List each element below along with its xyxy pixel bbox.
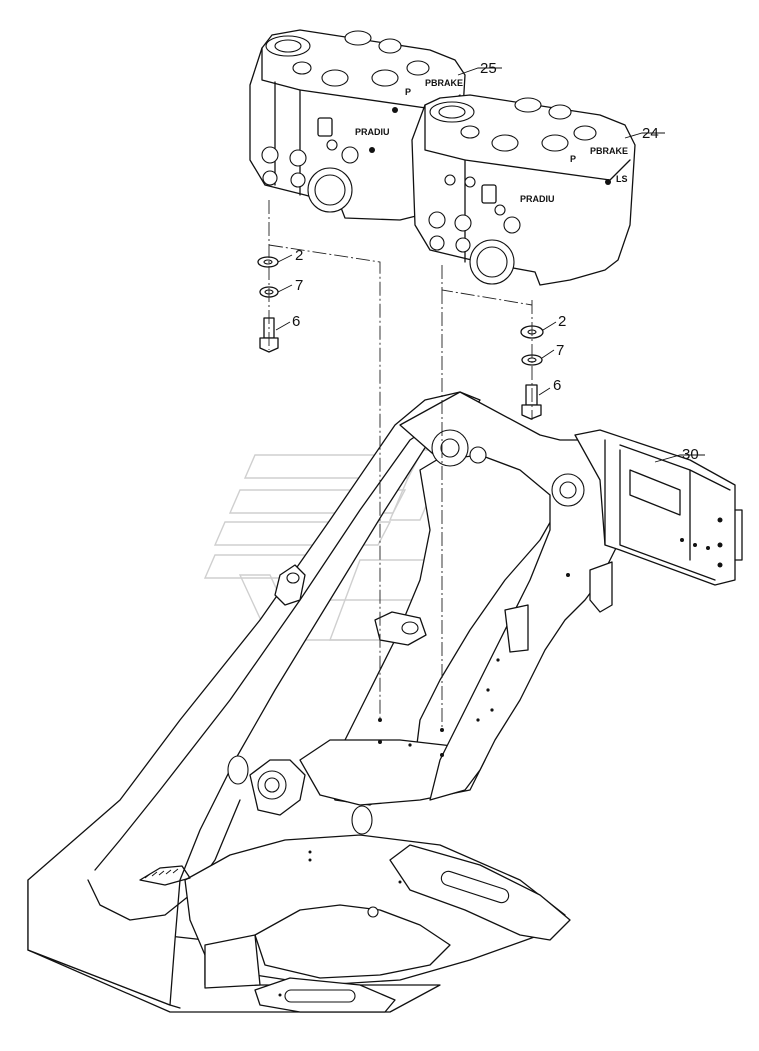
callout-25: 25 xyxy=(457,60,502,77)
valve25-port-pbrake: PBRAKE xyxy=(425,78,463,88)
valve24-port-ls: LS xyxy=(616,174,628,184)
callout-24: 24 xyxy=(624,125,665,142)
control-valve-block-24: P PBRAKE PRADIU LS xyxy=(411,94,636,286)
bolt-6-left xyxy=(259,317,279,353)
callout-label-6-right: 6 xyxy=(553,377,561,394)
callout-label-24: 24 xyxy=(642,125,659,142)
callout-label-7-right: 7 xyxy=(556,342,564,359)
fastener-set-right xyxy=(520,325,544,420)
valve24-port-p: P xyxy=(570,154,576,164)
callout-label-7-left: 7 xyxy=(295,277,303,294)
callout-label-2-right: 2 xyxy=(558,313,566,330)
callout-label-2-left: 2 xyxy=(295,247,303,264)
callout-label-6-left: 6 xyxy=(292,313,300,330)
callout-7-left: 7 xyxy=(277,277,303,294)
fastener-set-left xyxy=(257,256,279,353)
washer-2-left xyxy=(257,256,279,268)
callout-label-30: 30 xyxy=(682,446,699,463)
alignment-lines xyxy=(268,200,533,730)
valve25-port-pradiu: PRADIU xyxy=(355,127,390,137)
loader-frame xyxy=(27,391,743,1013)
callout-2-left: 2 xyxy=(277,247,303,264)
valve25-port-p: P xyxy=(405,87,411,97)
callout-label-25: 25 xyxy=(480,60,497,77)
callout-6-right: 6 xyxy=(538,377,561,396)
valve24-port-pradiu: PRADIU xyxy=(520,194,555,204)
callout-6-left: 6 xyxy=(275,313,300,331)
valve24-port-pbrake: PBRAKE xyxy=(590,146,628,156)
callout-7-right: 7 xyxy=(541,342,564,359)
control-valve-block-25: P PBRAKE PRADIU xyxy=(249,29,466,221)
callout-30: 30 xyxy=(654,446,705,463)
callout-2-right: 2 xyxy=(542,313,566,331)
bolt-6-right xyxy=(521,384,542,420)
